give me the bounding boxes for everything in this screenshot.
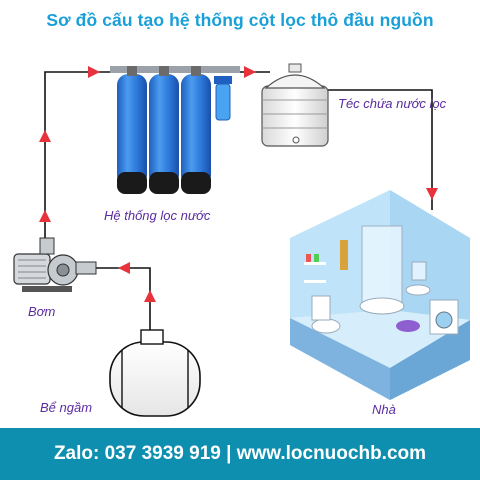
- contact-footer: Zalo: 037 3939 919 | www.locnuochb.com: [0, 428, 480, 480]
- system-diagram: [13, 63, 470, 417]
- footer-contact-text: Zalo: 037 3939 919 | www.locnuochb.com: [53, 443, 427, 464]
- label-filter-system: Hệ thống lọc nước: [104, 208, 211, 223]
- pump: [13, 237, 97, 292]
- filter-system: [110, 66, 240, 194]
- label-water-tank: Téc chứa nước lọc: [338, 96, 447, 111]
- diagram-title: Sơ đồ cấu tạo hệ thống cột lọc thô đầu n…: [46, 10, 434, 30]
- filter-column-3: [181, 66, 211, 194]
- arrow-up-2: [39, 210, 51, 222]
- house-room: [290, 190, 470, 400]
- pipe-tank-to-house: [325, 89, 433, 210]
- pipe-underground-to-pump: [95, 267, 151, 330]
- flow-arrows: [39, 66, 438, 302]
- pipe-pump-to-filter: [44, 71, 125, 250]
- water-tank: [261, 63, 329, 147]
- arrow-left-1: [118, 262, 130, 274]
- filter-column-2: [149, 66, 179, 194]
- arrow-down-1: [426, 188, 438, 200]
- filter-column-1: [117, 66, 147, 194]
- arrow-up-1: [39, 130, 51, 142]
- label-pump: Bơm: [28, 304, 56, 319]
- underground-tank: [109, 329, 201, 417]
- label-house: Nhà: [372, 402, 396, 417]
- cartridge-filter: [214, 76, 232, 121]
- filter-manifold: [110, 66, 240, 73]
- arrow-right-1: [88, 66, 100, 78]
- arrow-up-3: [144, 290, 156, 302]
- label-underground-tank: Bể ngầm: [40, 400, 93, 415]
- arrow-right-2: [244, 66, 256, 78]
